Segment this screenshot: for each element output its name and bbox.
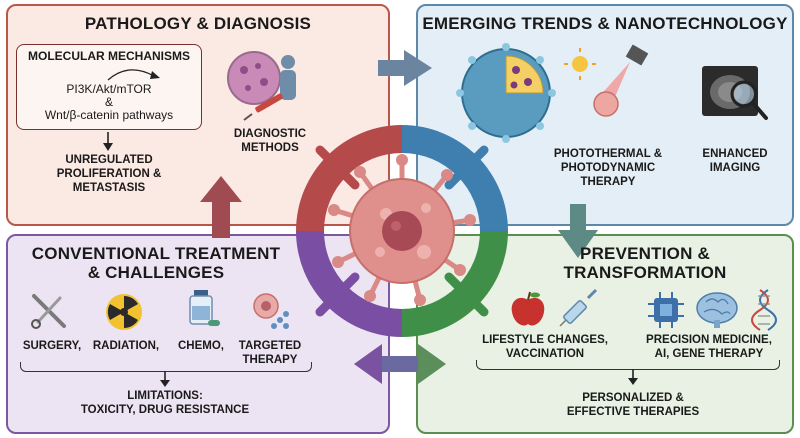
- ai-chip-icon: [648, 292, 684, 328]
- chemo-vial-icon: [189, 290, 220, 326]
- syringe-icon: [559, 288, 598, 327]
- imaging-line-2: IMAGING: [709, 162, 761, 174]
- mechanisms-box: [16, 44, 202, 130]
- radiation-icon: [106, 294, 142, 330]
- prevention-title-line-2: TRANSFORMATION: [563, 263, 727, 282]
- ring-segment-green: [402, 231, 508, 337]
- emerging-title: EMERGING TRENDS & NANOTECHNOLOGY: [422, 14, 788, 33]
- pathway-2: Wnt/β-catenin pathways: [44, 108, 174, 122]
- mechanisms-title: MOLECULAR MECHANISMS: [28, 49, 190, 63]
- diagnostic-methods-icon: [227, 51, 296, 121]
- dna-helix-icon: [751, 289, 777, 331]
- phototherapy-line-2: PHOTODYNAMIC: [560, 162, 656, 174]
- outcome-line-2: PROLIFERATION &: [56, 168, 162, 180]
- conventional-title-line-2: & CHALLENGES: [87, 263, 225, 282]
- phototherapy-line-3: THERAPY: [580, 176, 636, 188]
- targeted-label-line-2: THERAPY: [242, 354, 298, 366]
- precision-line-1: PRECISION MEDICINE,: [646, 334, 772, 346]
- laser-light-icon: [564, 44, 649, 117]
- arrow-up-left: [200, 176, 242, 238]
- pathway-1: PI3K/Akt/mTOR: [66, 82, 152, 96]
- arrow-down-right: [558, 204, 598, 258]
- prevention-title-line-1: PREVENTION &: [580, 244, 710, 263]
- sun-icon: [564, 48, 596, 80]
- outcome-line-3: METASTASIS: [72, 182, 146, 194]
- ring-segment-blue: [402, 125, 508, 231]
- imaging-scan-icon: [702, 66, 768, 120]
- conventional-bracket: [20, 362, 312, 372]
- curved-arrow-icon: [107, 69, 160, 81]
- chemo-label: CHEMO,: [178, 340, 224, 352]
- prevention-bracket: [476, 360, 780, 370]
- diagnostic-line-1: DIAGNOSTIC: [233, 128, 307, 140]
- imaging-line-1: ENHANCED: [702, 148, 768, 160]
- ring-segment-purple: [296, 231, 402, 337]
- cancer-cell-icon: [328, 154, 476, 306]
- outcome-line-1: UNREGULATED: [65, 154, 153, 166]
- result-arrow-icon: [628, 369, 638, 385]
- lifestyle-line-1: LIFESTYLE CHANGES,: [482, 334, 608, 346]
- radiation-label: RADIATION,: [92, 340, 160, 352]
- ring-segment-red: [296, 125, 402, 231]
- result-line-1: PERSONALIZED &: [582, 392, 684, 404]
- apple-icon: [511, 291, 545, 326]
- surgery-label: SURGERY,: [22, 340, 82, 352]
- nanoparticle-icon: [456, 43, 556, 143]
- brain-icon: [696, 292, 738, 328]
- targeted-therapy-icon: [253, 293, 289, 329]
- diagnostic-line-2: METHODS: [241, 142, 299, 154]
- conventional-title-line-1: CONVENTIONAL TREATMENT: [31, 244, 281, 263]
- phototherapy-line-1: PHOTOTHERMAL &: [553, 148, 663, 160]
- arrow-right-top: [378, 50, 432, 86]
- limitations-line-2: TOXICITY, DRUG RESISTANCE: [80, 404, 250, 416]
- limitations-line-1: LIMITATIONS:: [127, 390, 203, 402]
- double-arrow-bottom: [354, 344, 446, 384]
- limitations-arrow-icon: [160, 371, 170, 387]
- scalpel-scissors-icon: [31, 294, 66, 329]
- result-line-2: EFFECTIVE THERAPIES: [566, 406, 700, 418]
- precision-line-2: AI, GENE THERAPY: [654, 348, 764, 360]
- pathway-amp: &: [104, 95, 113, 109]
- down-arrow-icon: [103, 132, 113, 151]
- pathology-title: PATHOLOGY & DIAGNOSIS: [84, 14, 312, 33]
- targeted-label-line-1: TARGETED: [238, 340, 302, 352]
- lifestyle-line-2: VACCINATION: [505, 348, 585, 360]
